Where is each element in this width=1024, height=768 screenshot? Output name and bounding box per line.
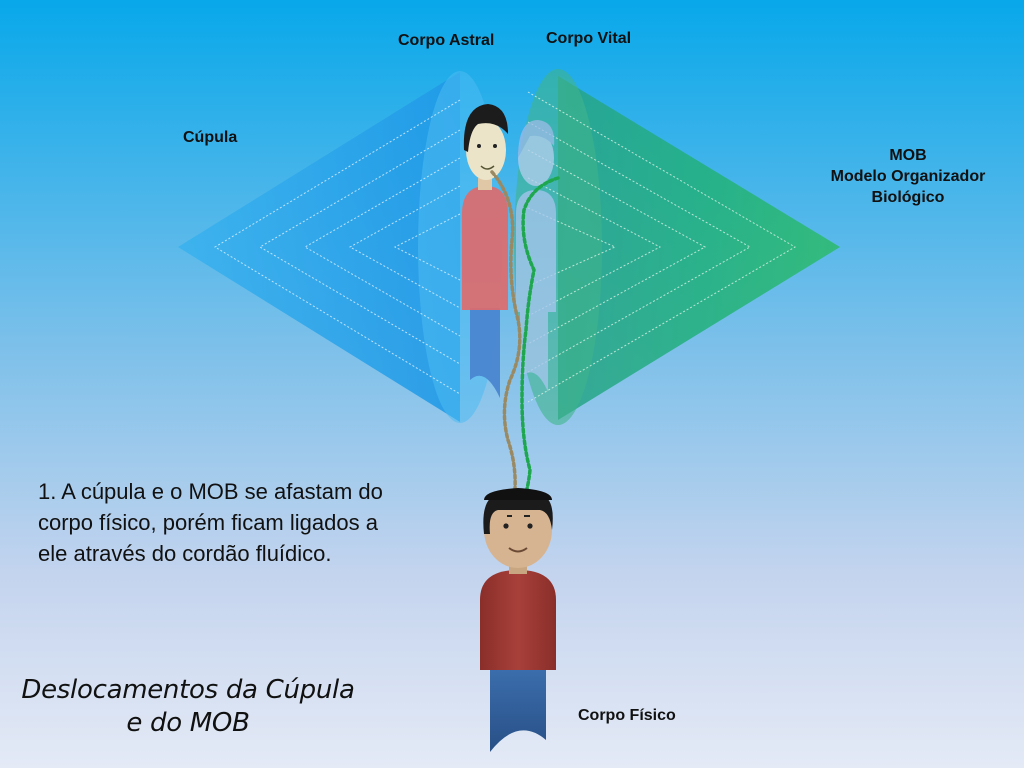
label-corpo-vital: Corpo Vital	[546, 30, 632, 47]
label-mob: MOB Modelo Organizador Biológico	[812, 145, 1004, 208]
fluidic-cords	[490, 170, 560, 507]
description-text: 1. A cúpula e o MOB se afastam do corpo …	[38, 479, 383, 566]
label-mob-line3: Biológico	[871, 189, 945, 206]
astral-cord	[490, 170, 522, 502]
label-corpo-fisico: Corpo Físico	[578, 707, 676, 724]
vital-cord	[520, 176, 560, 507]
label-mob-line1: MOB	[889, 147, 927, 164]
label-corpo-astral: Corpo Astral	[398, 32, 495, 49]
slide-title: Deslocamentos da Cúpula e do MOB	[16, 674, 360, 740]
label-mob-line2: Modelo Organizador	[830, 168, 986, 185]
astral-body-figure	[462, 104, 508, 398]
slide-title-line2: e do MOB	[126, 708, 250, 738]
slide-title-line1: Deslocamentos da Cúpula	[21, 675, 355, 705]
label-cupula: Cúpula	[183, 129, 238, 146]
physical-body-figure	[480, 488, 556, 752]
